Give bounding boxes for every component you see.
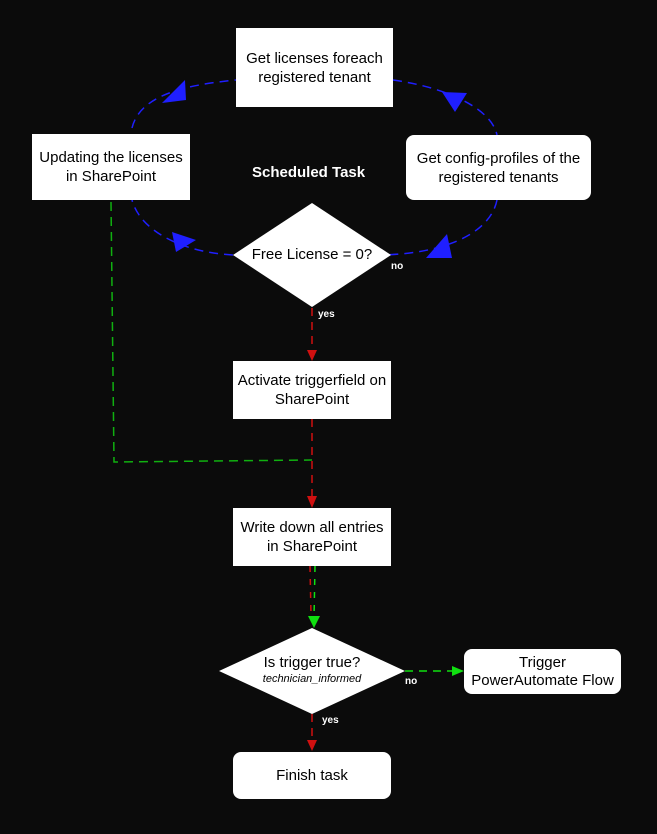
finish-label: Finish task <box>276 767 348 784</box>
free-no-label: no <box>391 261 404 272</box>
trigger-yes-arrow <box>307 740 317 751</box>
finish-node[interactable]: Finish task <box>233 752 391 799</box>
activate-label: Activate triggerfield on SharePoint <box>237 372 387 408</box>
is-trigger-diamond[interactable] <box>219 628 405 714</box>
is-trigger-subtitle: technician_informed <box>262 673 362 685</box>
is-trigger-title: Is trigger true? <box>263 654 361 671</box>
get-config-label: Get config-profiles of the registered te… <box>416 149 581 186</box>
trigger-flow-node[interactable]: Trigger PowerAutomate Flow <box>464 649 621 694</box>
loop-arc-bottom-right <box>375 199 498 256</box>
loop-arrow-top-left <box>162 80 186 103</box>
free-yes-label: yes <box>318 309 335 320</box>
free-yes-arrow <box>307 350 317 361</box>
free-license-label: Free License = 0? <box>251 246 373 263</box>
trigger-no-arrow <box>452 666 464 676</box>
updating-label: Updating the licenses in SharePoint <box>39 149 183 185</box>
is-trigger-label: Is trigger true? technician_informed <box>238 654 386 686</box>
get-config-node[interactable]: Get config-profiles of the registered te… <box>406 135 591 200</box>
trigger-no-label: no <box>405 676 418 687</box>
loop-arrow-bottom-right <box>426 234 452 258</box>
write-to-trigger-green <box>313 565 316 619</box>
get-licenses-node[interactable]: Get licenses foreach registered tenant <box>236 28 393 107</box>
write-down-node[interactable]: Write down all entries in SharePoint <box>233 508 391 566</box>
write-to-trigger-arrow <box>308 616 320 628</box>
free-license-diamond[interactable] <box>233 203 391 307</box>
activate-to-write-arrow <box>307 496 317 508</box>
updating-node[interactable]: Updating the licenses in SharePoint <box>32 134 190 200</box>
write-to-trigger-red <box>309 565 312 616</box>
trigger-flow-label: Trigger PowerAutomate Flow <box>471 653 614 689</box>
diagram-title: Scheduled Task <box>252 164 366 181</box>
loop-arc-top-left <box>131 79 237 129</box>
loop-arrow-top-right <box>442 92 467 112</box>
update-to-write-connector <box>110 201 313 463</box>
activate-node[interactable]: Activate triggerfield on SharePoint <box>233 361 391 419</box>
loop-arc-bottom-left <box>131 199 234 256</box>
trigger-yes-label: yes <box>322 715 339 726</box>
get-licenses-label: Get licenses foreach registered tenant <box>246 49 383 86</box>
write-down-label: Write down all entries in SharePoint <box>240 519 384 555</box>
loop-arc-top-right <box>392 79 498 136</box>
loop-arrow-bottom-left <box>172 232 196 252</box>
